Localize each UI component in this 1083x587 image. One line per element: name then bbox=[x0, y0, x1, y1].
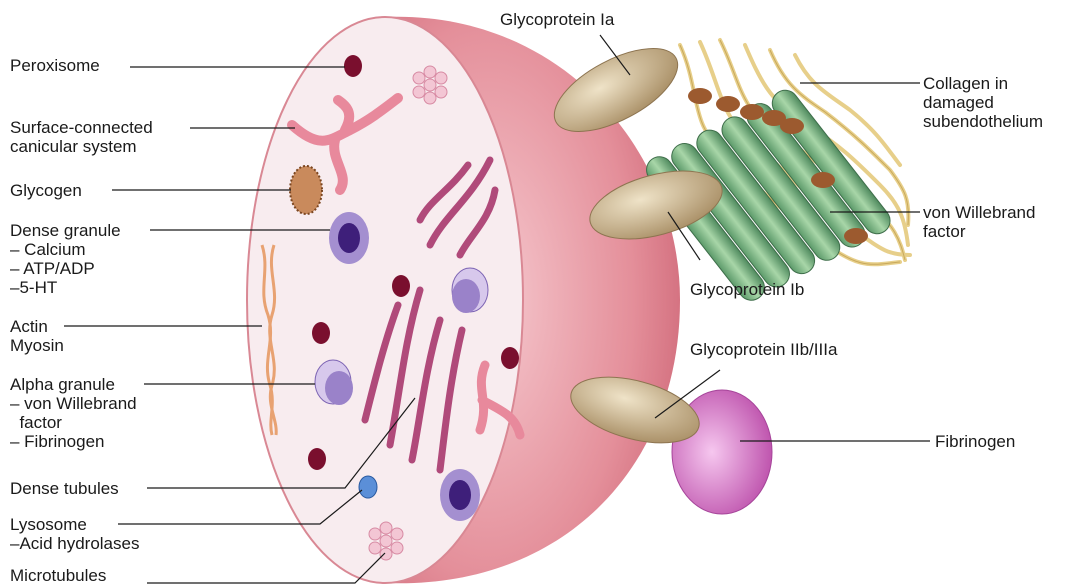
label-line: Alpha granule bbox=[10, 375, 137, 394]
label-glycoprotein-ia: Glycoprotein Ia bbox=[500, 10, 614, 29]
label-line: Collagen in bbox=[923, 74, 1043, 93]
label-line: Actin bbox=[10, 317, 64, 336]
label-microtubules: Microtubules bbox=[10, 566, 106, 585]
label-line: Lysosome bbox=[10, 515, 139, 534]
label-dense-granule: Dense granule – Calcium – ATP/ADP –5-HT bbox=[10, 221, 121, 297]
label-line: – ATP/ADP bbox=[10, 259, 121, 278]
label-line: von Willebrand bbox=[923, 203, 1035, 222]
label-glycoprotein-iib-iiia: Glycoprotein IIb/IIIa bbox=[690, 340, 837, 359]
label-peroxisome: Peroxisome bbox=[10, 56, 100, 75]
label-line: subendothelium bbox=[923, 112, 1043, 131]
label-actin-myosin: Actin Myosin bbox=[10, 317, 64, 355]
label-line: –5-HT bbox=[10, 278, 121, 297]
label-fibrinogen: Fibrinogen bbox=[935, 432, 1015, 451]
label-alpha-granule: Alpha granule – von Willebrand factor – … bbox=[10, 375, 137, 451]
label-glycogen: Glycogen bbox=[10, 181, 82, 200]
label-lysosome: Lysosome –Acid hydrolases bbox=[10, 515, 139, 553]
label-line: factor bbox=[10, 413, 137, 432]
label-von-willebrand-factor: von Willebrand factor bbox=[923, 203, 1035, 241]
label-dense-tubules: Dense tubules bbox=[10, 479, 119, 498]
label-collagen: Collagen in damaged subendothelium bbox=[923, 74, 1043, 131]
label-line: Dense granule bbox=[10, 221, 121, 240]
label-glycoprotein-ib: Glycoprotein Ib bbox=[690, 280, 804, 299]
label-surface-connected-canicular-system: Surface-connected canicular system bbox=[10, 118, 153, 156]
label-line: canicular system bbox=[10, 137, 153, 156]
label-line: – von Willebrand bbox=[10, 394, 137, 413]
label-line: Surface-connected bbox=[10, 118, 153, 137]
label-line: damaged bbox=[923, 93, 1043, 112]
label-line: factor bbox=[923, 222, 1035, 241]
label-line: – Calcium bbox=[10, 240, 121, 259]
label-line: –Acid hydrolases bbox=[10, 534, 139, 553]
label-line: Myosin bbox=[10, 336, 64, 355]
label-line: – Fibrinogen bbox=[10, 432, 137, 451]
